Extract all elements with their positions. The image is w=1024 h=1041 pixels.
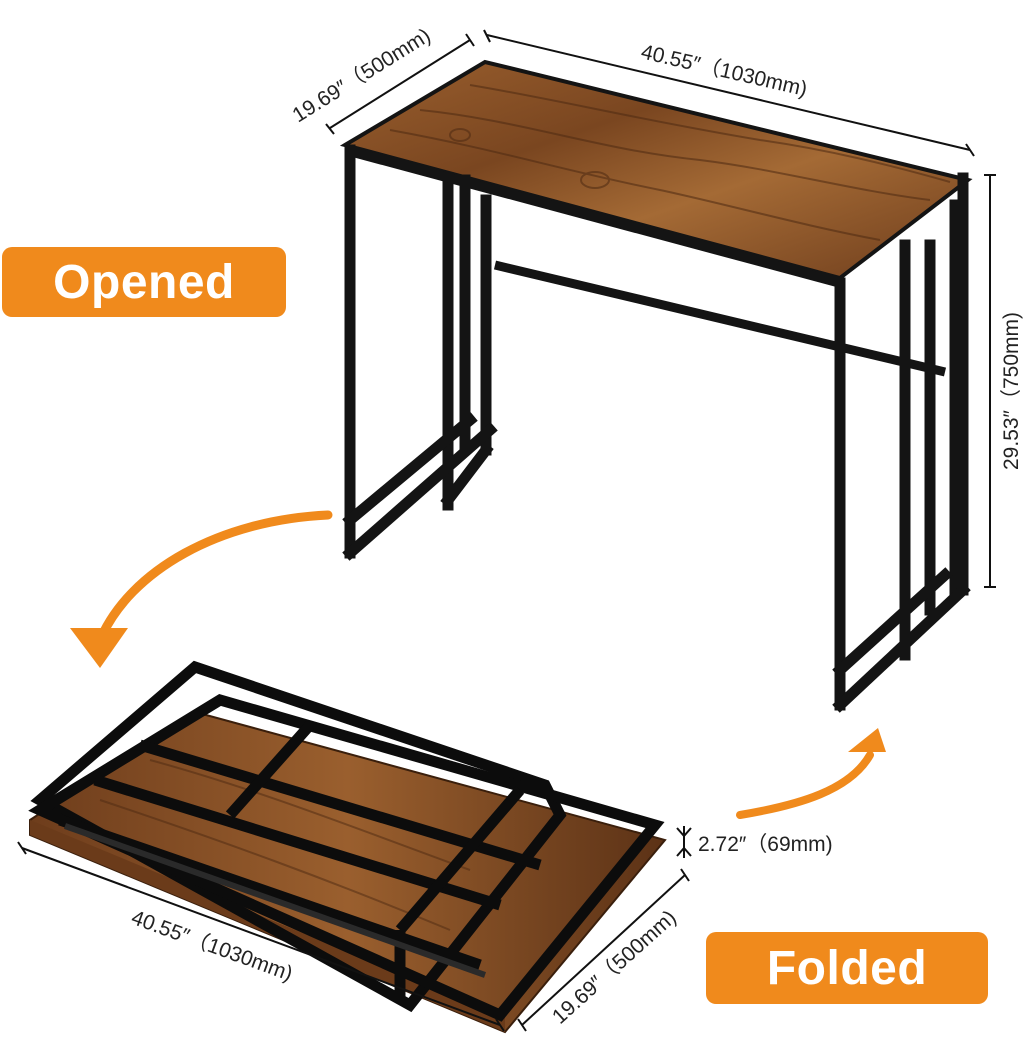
unfold-arrow-icon xyxy=(736,751,874,819)
tabletop xyxy=(339,59,973,281)
folded-badge: Folded xyxy=(706,932,988,1004)
fold-arrow-icon xyxy=(95,510,333,645)
folded-thickness-label: 2.72″（69mm) xyxy=(698,833,833,856)
folded-desk xyxy=(28,660,667,1034)
folded-dimension-lines xyxy=(17,826,692,1032)
opened-badge: Opened xyxy=(2,247,286,317)
opened-dimension-lines xyxy=(325,29,996,588)
opened-desk xyxy=(339,59,973,713)
opened-height-label: 29.53″（750mm) xyxy=(1000,312,1023,470)
